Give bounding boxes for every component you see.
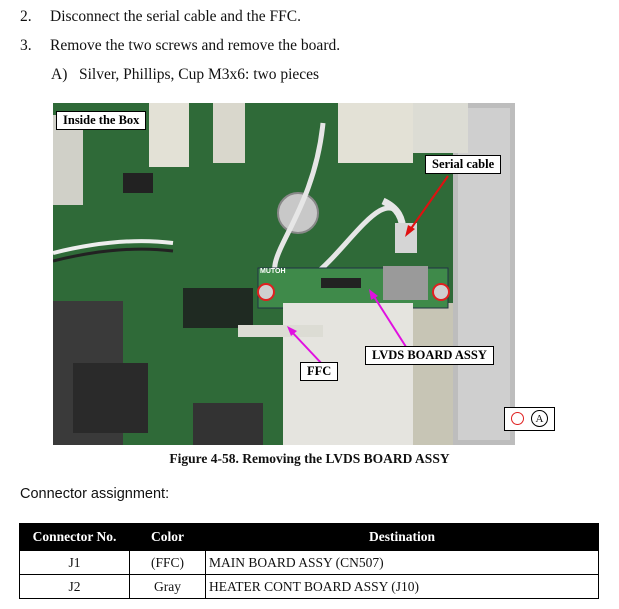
cell-color: Gray <box>129 574 206 599</box>
board-brand: MUTOH <box>260 268 286 275</box>
step-2-number: 2. <box>20 8 32 25</box>
label-serial-cable: Serial cable <box>425 155 502 174</box>
substep-a: A) Silver, Phillips, Cup M3x6: two pieces <box>51 66 319 84</box>
cell-destination: MAIN BOARD ASSY (CN507) <box>205 550 599 575</box>
step-3: 3. Remove the two screws and remove the b… <box>20 37 340 55</box>
cell-color: (FFC) <box>129 550 206 575</box>
step-3-text: Remove the two screws and remove the boa… <box>50 37 341 54</box>
screw-marker-legend: A <box>504 407 555 431</box>
connector-table: Connector No. Color Destination J1 (FFC)… <box>19 523 599 599</box>
marker-letter: A <box>531 410 548 427</box>
substep-a-text: Silver, Phillips, Cup M3x6: two pieces <box>79 66 320 83</box>
figure-caption: Figure 4-58. Removing the LVDS BOARD ASS… <box>169 451 450 466</box>
cell-destination: HEATER CONT BOARD ASSY (J10) <box>205 574 599 599</box>
red-circle-icon <box>511 412 524 425</box>
label-inside-the-box: Inside the Box <box>56 111 147 130</box>
substep-a-number: A) <box>51 66 68 83</box>
section-title: Connector assignment: <box>20 486 170 502</box>
step-2-text: Disconnect the serial cable and the FFC. <box>50 8 301 25</box>
table-row: J1 (FFC) MAIN BOARD ASSY (CN507) <box>19 550 599 575</box>
header-destination: Destination <box>205 523 599 551</box>
table-header-row: Connector No. Color Destination <box>19 523 599 551</box>
cell-connector: J1 <box>19 550 130 575</box>
label-ffc: FFC <box>300 362 339 381</box>
step-2: 2. Disconnect the serial cable and the FF… <box>20 8 301 26</box>
header-connector-no: Connector No. <box>19 523 130 551</box>
cell-connector: J2 <box>19 574 130 599</box>
header-color: Color <box>129 523 206 551</box>
step-3-number: 3. <box>20 37 32 54</box>
table-row: J2 Gray HEATER CONT BOARD ASSY (J10) <box>19 574 599 599</box>
label-lvds-board-assy: LVDS BOARD ASSY <box>365 346 494 365</box>
